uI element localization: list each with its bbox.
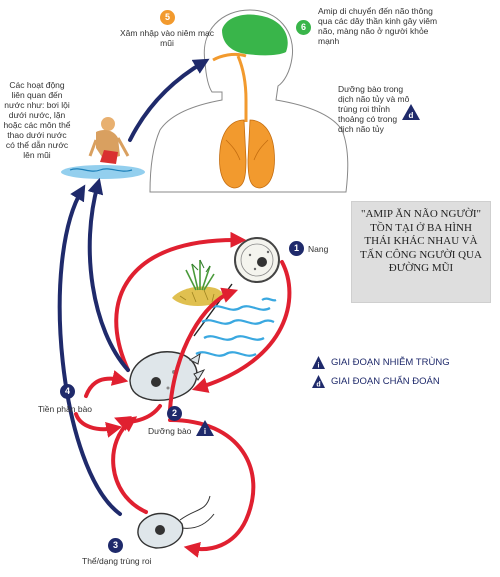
swimmer-illustration [61,117,145,179]
step-number-6: 6 [296,20,311,35]
infective-stage-icon: i [312,356,325,369]
label-fission: Tiền phân bào [38,404,93,414]
label-step5: Xâm nhập vào niêm mạc mũi [119,28,215,48]
step-number-5: 5 [160,10,175,25]
brain-shape [222,14,288,56]
diagnostic-stage-icon: d [312,375,325,388]
label-flagellate: Thể/dạng trùng roi [82,556,152,566]
legend-infective: i GIAI ĐOẠN NHIỄM TRÙNG [312,356,450,369]
flagellate-illustration [137,495,215,549]
svg-text:d: d [409,111,414,120]
soil-plant-illustration [172,259,224,306]
step-number-2: 2 [167,406,182,421]
svg-text:i: i [318,363,320,370]
trophozoite-illustration [129,351,206,401]
water-illustration [195,297,277,357]
label-step6: Amip di chuyển đến não thông qua các dây… [318,6,438,46]
infective-marker-trophozoite: i [196,420,214,436]
step-number-4: 4 [60,384,75,399]
svg-text:i: i [204,427,206,436]
step-number-3: 3 [108,538,123,553]
right-lung [247,119,275,189]
navy-infection-arrows [57,58,210,516]
info-box-text: "AMIP ĂN NÃO NGƯỜI" TỒN TẠI Ở BA HÌNH TH… [360,208,482,274]
legend-diagnostic: d GIAI ĐOẠN CHẨN ĐOÁN [312,375,440,388]
left-lung [219,119,247,189]
info-box: "AMIP ĂN NÃO NGƯỜI" TỒN TẠI Ở BA HÌNH TH… [351,201,491,303]
step-number-1: 1 [289,241,304,256]
label-water-activities: Các hoạt động liên quan đến nước như: bơ… [3,80,71,160]
cyst-illustration [234,237,280,283]
legend-diagnostic-label: GIAI ĐOẠN CHẨN ĐOÁN [331,376,440,387]
label-trophozoite-csf: Dưỡng bào trong dịch não tủy và mô trùng… [338,84,410,134]
label-cyst: Nang [308,244,329,254]
legend-infective-label: GIAI ĐOẠN NHIỄM TRÙNG [331,357,450,368]
label-trophozoite: Dưỡng bào [148,426,192,436]
diagnostic-marker-csf: d [402,104,420,120]
svg-text:d: d [316,382,320,389]
human-silhouette [149,9,349,193]
red-cycle-arrows [74,231,292,558]
